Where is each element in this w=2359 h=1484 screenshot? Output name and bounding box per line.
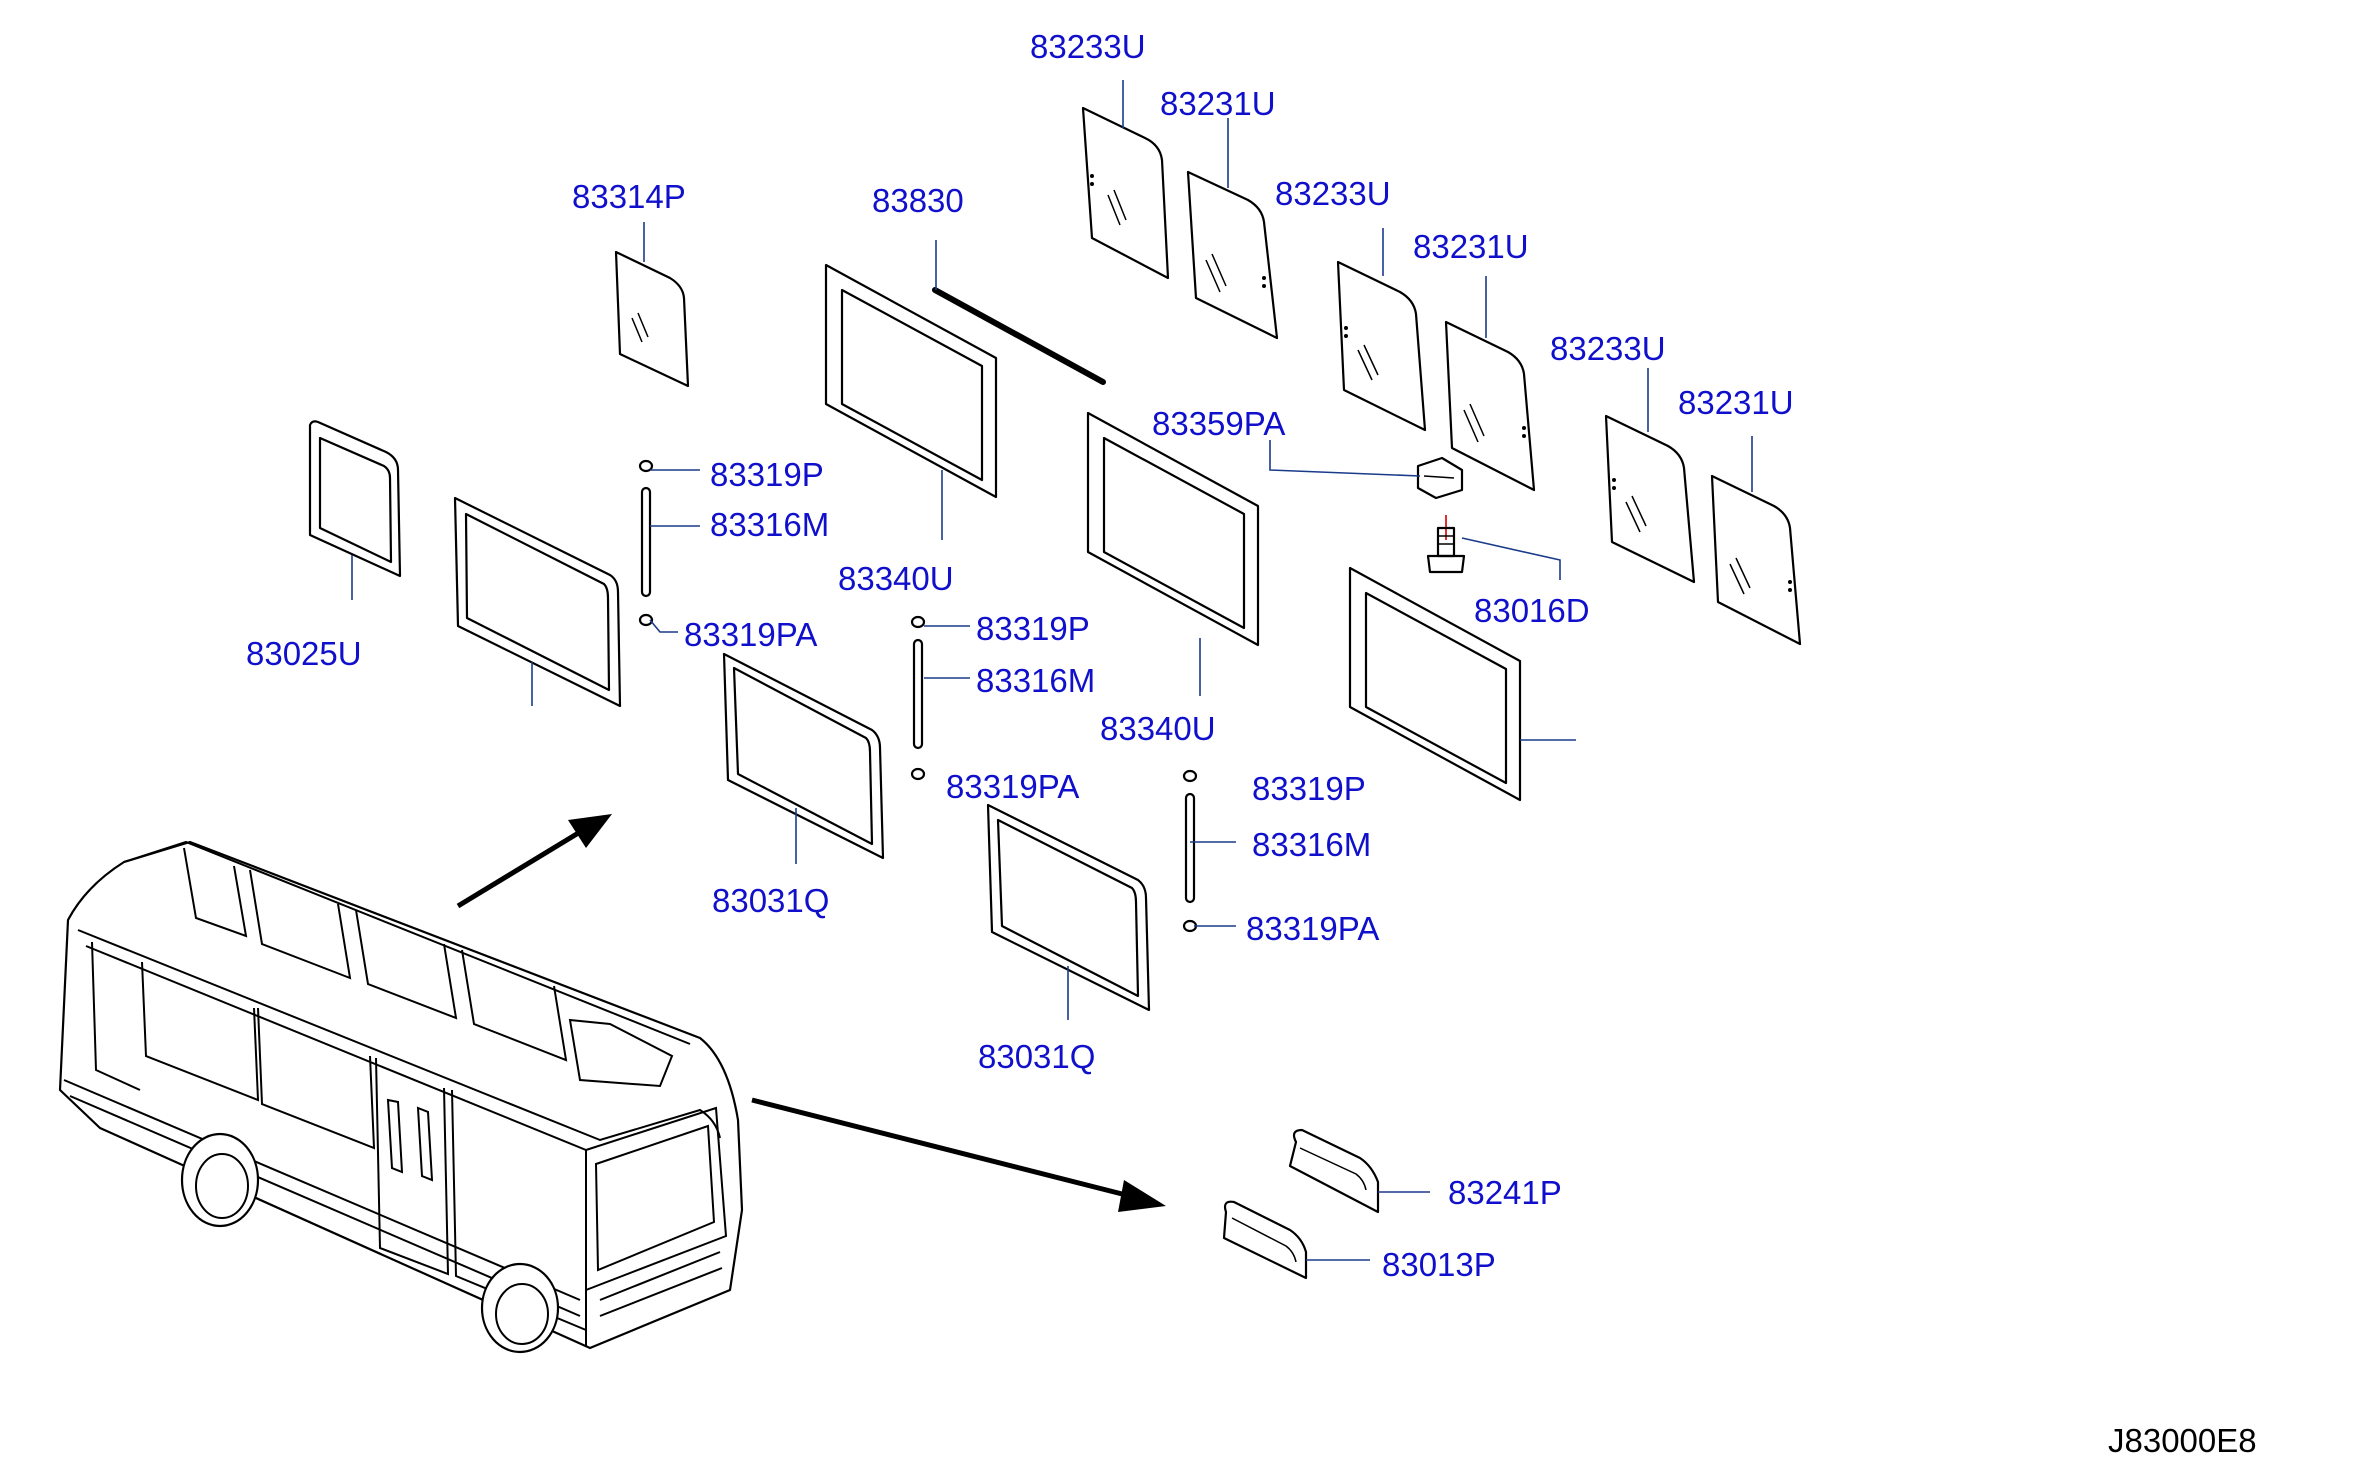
label-83830[interactable]: 83830 xyxy=(872,182,964,219)
arrow-to-front-trims xyxy=(751,1097,1166,1212)
label-83314P[interactable]: 83314P xyxy=(572,178,686,215)
glass-83231U-b[interactable] xyxy=(1444,320,1536,492)
diagram-code: J83000E8 xyxy=(2108,1422,2257,1459)
glass-83231U-c[interactable] xyxy=(1710,474,1802,646)
clip-83359PA[interactable] xyxy=(1416,456,1464,500)
arrow-to-side-windows xyxy=(456,814,612,909)
trim-83241P[interactable] xyxy=(1288,1128,1380,1214)
leader-lines xyxy=(351,80,1753,1261)
glass-frame-83031Q-a[interactable] xyxy=(722,652,885,860)
rod-set-c[interactable] xyxy=(1182,769,1198,933)
label-83319PA-b[interactable]: 83319PA xyxy=(946,768,1079,805)
label-83319P-a[interactable]: 83319P xyxy=(710,456,824,493)
label-83316M-b[interactable]: 83316M xyxy=(976,662,1095,699)
label-83340U-a[interactable]: 83340U xyxy=(838,560,954,597)
label-83316M-a[interactable]: 83316M xyxy=(710,506,829,543)
label-83340U-b[interactable]: 83340U xyxy=(1100,710,1216,747)
rod-set-b[interactable] xyxy=(910,615,926,781)
label-83359PA[interactable]: 83359PA xyxy=(1152,405,1285,442)
label-83016D[interactable]: 83016D xyxy=(1474,592,1590,629)
glass-83233U-a[interactable] xyxy=(1081,106,1170,280)
label-83316M-c[interactable]: 83316M xyxy=(1252,826,1371,863)
moulding-83830[interactable] xyxy=(932,287,1106,385)
glass-83314P[interactable] xyxy=(614,250,690,388)
label-83319PA-c[interactable]: 83319PA xyxy=(1246,910,1379,947)
label-83031Q-a[interactable]: 83031Q xyxy=(712,882,829,919)
label-83233U-c[interactable]: 83233U xyxy=(1550,330,1666,367)
label-83231U-a[interactable]: 83231U xyxy=(1160,85,1276,122)
trim-83013P[interactable] xyxy=(1222,1200,1308,1280)
part-number-labels: 83233U 83231U 83233U 83231U 83233U 83231… xyxy=(246,28,1794,1283)
label-83025U[interactable]: 83025U xyxy=(246,635,362,672)
label-83319PA-a[interactable]: 83319PA xyxy=(684,616,817,653)
label-83231U-b[interactable]: 83231U xyxy=(1413,228,1529,265)
glass-frame-left[interactable] xyxy=(453,496,622,708)
glass-83233U-c[interactable] xyxy=(1604,414,1696,584)
glass-83233U-b[interactable] xyxy=(1336,260,1427,432)
label-83231U-c[interactable]: 83231U xyxy=(1678,384,1794,421)
label-83233U-b[interactable]: 83233U xyxy=(1275,175,1391,212)
glass-83231U-a[interactable] xyxy=(1186,170,1279,340)
label-83241P[interactable]: 83241P xyxy=(1448,1174,1562,1211)
label-83013P[interactable]: 83013P xyxy=(1382,1246,1496,1283)
rod-set-a[interactable] xyxy=(638,459,654,627)
glass-frame-83340U-b[interactable] xyxy=(1086,411,1260,647)
bus-illustration xyxy=(58,840,744,1354)
glass-frame-83340U-c[interactable] xyxy=(1348,566,1522,802)
label-83319P-b[interactable]: 83319P xyxy=(976,610,1090,647)
label-83319P-c[interactable]: 83319P xyxy=(1252,770,1366,807)
glass-frame-83031Q-b[interactable] xyxy=(986,803,1151,1012)
glass-83025U[interactable] xyxy=(308,420,402,578)
glass-frame-83340U-a[interactable] xyxy=(824,263,998,499)
label-83233U-a[interactable]: 83233U xyxy=(1030,28,1146,65)
bolt-83016D[interactable] xyxy=(1426,515,1466,574)
label-83031Q-b[interactable]: 83031Q xyxy=(978,1038,1095,1075)
